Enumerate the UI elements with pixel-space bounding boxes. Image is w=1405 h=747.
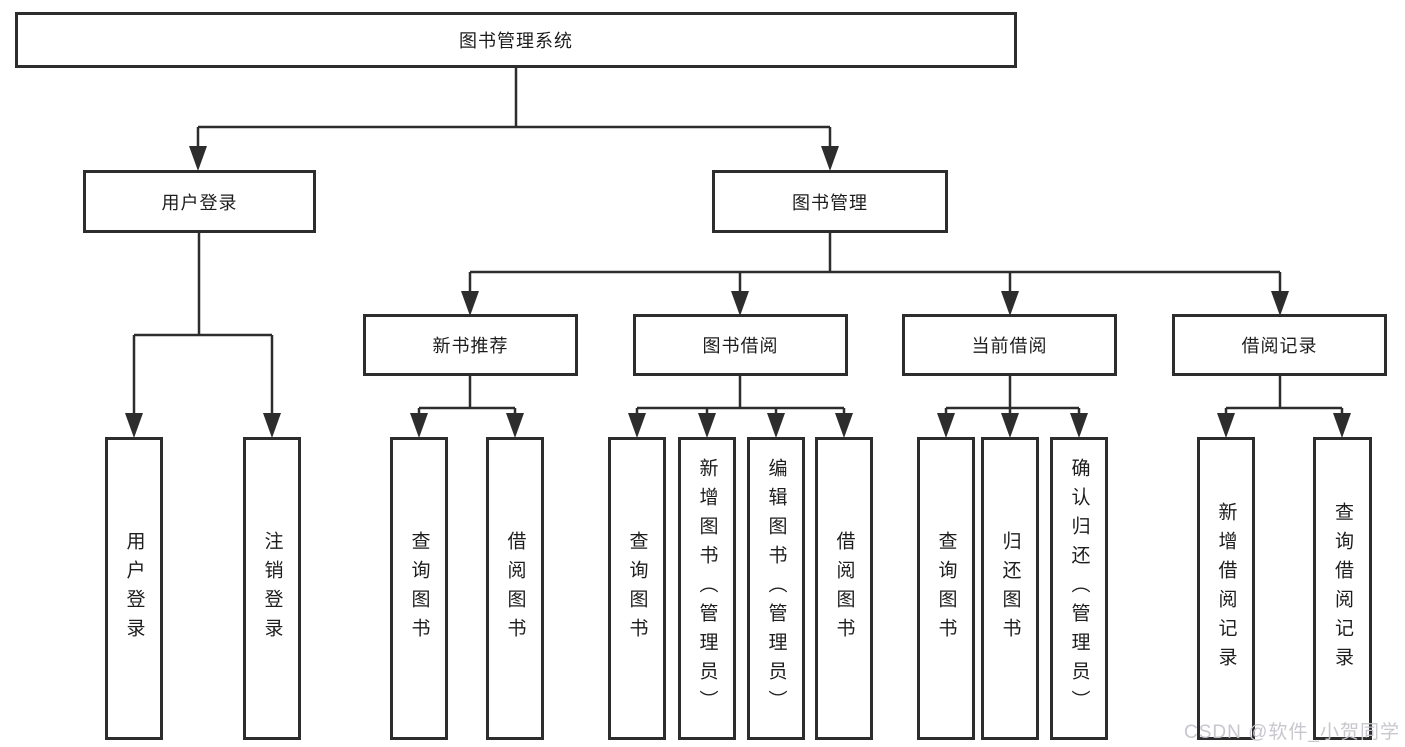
leaf-label: 查询借阅记录 bbox=[1332, 501, 1353, 676]
leaf-label: 编辑图书（管理员） bbox=[765, 458, 787, 719]
leaf-confirm-return-admin: 确认归还（管理员） bbox=[1050, 437, 1108, 740]
leaf-add-borrow-record: 新增借阅记录 bbox=[1197, 437, 1255, 740]
leaf-label: 借阅图书 bbox=[504, 530, 526, 647]
leaf-label: 查询图书 bbox=[626, 530, 648, 647]
leaf-user-login: 用户登录 bbox=[105, 437, 163, 740]
leaf-add-books-admin: 新增图书（管理员） bbox=[678, 437, 736, 740]
node-label: 新书推荐 bbox=[432, 336, 509, 356]
leaf-query-books-current: 查询图书 bbox=[917, 437, 975, 740]
node-book-management: 图书管理 bbox=[712, 170, 948, 233]
node-borrow-records: 借阅记录 bbox=[1172, 314, 1387, 376]
leaf-query-books-borrow: 查询图书 bbox=[608, 437, 666, 740]
node-label: 用户登录 bbox=[161, 192, 238, 213]
node-label: 借阅记录 bbox=[1241, 336, 1318, 356]
leaf-label: 查询图书 bbox=[408, 530, 430, 647]
leaf-label: 新增图书（管理员） bbox=[696, 458, 718, 719]
node-user-login-module: 用户登录 bbox=[83, 170, 316, 233]
node-label: 当前借阅 bbox=[971, 336, 1048, 356]
leaf-label: 查询图书 bbox=[935, 530, 957, 647]
leaf-label: 确认归还（管理员） bbox=[1068, 458, 1090, 719]
leaf-borrow-books-recommend: 借阅图书 bbox=[486, 437, 544, 740]
node-label: 图书借阅 bbox=[702, 336, 779, 356]
csdn-watermark: CSDN @软件_小贺同学 bbox=[1184, 722, 1400, 743]
node-library-management-system: 图书管理系统 bbox=[15, 12, 1017, 68]
node-new-book-recommend: 新书推荐 bbox=[363, 314, 578, 376]
leaf-label: 用户登录 bbox=[123, 530, 145, 647]
node-current-borrow: 当前借阅 bbox=[902, 314, 1117, 376]
leaf-borrow-books: 借阅图书 bbox=[815, 437, 873, 740]
leaf-query-borrow-record: 查询借阅记录 bbox=[1313, 437, 1372, 740]
leaf-edit-books-admin: 编辑图书（管理员） bbox=[747, 437, 805, 740]
node-label: 图书管理系统 bbox=[459, 31, 573, 51]
leaf-logout: 注销登录 bbox=[243, 437, 301, 740]
leaf-label: 注销登录 bbox=[261, 530, 283, 647]
leaf-return-books: 归还图书 bbox=[981, 437, 1039, 740]
leaf-query-books-recommend: 查询图书 bbox=[390, 437, 448, 740]
leaf-label: 借阅图书 bbox=[833, 530, 855, 647]
node-label: 图书管理 bbox=[792, 192, 868, 213]
leaf-label: 新增借阅记录 bbox=[1215, 501, 1237, 676]
node-book-borrow: 图书借阅 bbox=[633, 314, 848, 376]
leaf-label: 归还图书 bbox=[999, 530, 1021, 647]
